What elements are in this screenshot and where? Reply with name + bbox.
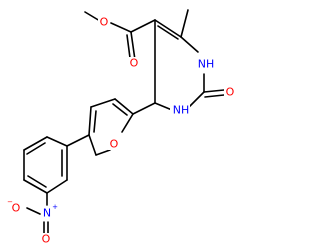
bond-nitro-o-neg: [26, 207, 41, 215]
bond-furan-phenyl: [66, 134, 90, 147]
atom-n3: NH: [173, 104, 190, 117]
bond-methyl-o: [84, 11, 101, 22]
bond-o-ester-c: [110, 22, 132, 33]
atom-ester-o-methyl: O: [100, 16, 109, 29]
atom-labels: O O NH NH O O N + O − O: [7, 16, 236, 246]
bond-ph-1: [46, 136, 68, 147]
bond-c2-n3: [187, 91, 205, 109]
bond-furan-c2-c3-double: [112, 103, 128, 116]
bond-furan-c2-c3: [114, 98, 134, 115]
bond-c4-furan: [132, 102, 156, 115]
label-bg: [196, 56, 216, 70]
bond-ester-c-carbonyl-2: [126, 34, 131, 59]
label-bg: [224, 86, 236, 98]
bond-n3-c4: [154, 102, 173, 111]
label-bg: [41, 206, 53, 220]
structure-drawing: O O NH NH O O N + O − O: [7, 9, 236, 246]
bond-ph-4-double: [27, 175, 47, 188]
bond-ph-5: [46, 179, 68, 194]
atom-nitro-o: O: [42, 233, 51, 246]
bond-c5-c6: [154, 19, 182, 38]
label-bg: [170, 102, 190, 116]
label-bg: [128, 57, 140, 69]
bond-c5-c6-double: [157, 25, 179, 40]
bond-ph-4: [23, 179, 48, 194]
bond-c6-n1: [180, 36, 199, 53]
atom-nitro-n: N: [43, 207, 51, 220]
atom-ester-o-carbonyl: O: [130, 57, 139, 70]
bond-furan-o-c5: [95, 149, 111, 156]
bond-ester-c-ring: [130, 19, 156, 33]
label-bg: [98, 16, 110, 28]
atom-n1: NH: [198, 58, 215, 71]
charge-nitro-o: −: [7, 198, 13, 206]
bond-furan-c5-link: [88, 134, 97, 156]
bond-c6-methyl: [180, 9, 189, 38]
label-bg: [108, 138, 120, 150]
bond-furan-c4-c5-double: [93, 110, 97, 133]
bonds: [23, 9, 225, 234]
label-bg: [10, 202, 24, 214]
atom-nitro-o-neg: O: [12, 202, 21, 215]
atom-urea-o: O: [226, 86, 235, 99]
molecule-diagram: O O NH NH O O N + O − O: [7, 9, 236, 246]
bond-c2-o-double: [204, 94, 225, 98]
bond-ph-2-double: [26, 142, 46, 155]
charge-nitro-n: +: [52, 203, 58, 211]
bond-ph-2: [23, 136, 48, 151]
atom-furan-o: O: [110, 138, 119, 151]
bond-c2-o: [203, 89, 225, 93]
bond-furan-c4-c5: [88, 106, 92, 136]
bond-furan-c2-o: [121, 113, 134, 133]
bond-ester-c-carbonyl: [130, 31, 136, 61]
label-bg: [40, 233, 52, 245]
bond-furan-c3-c4: [90, 98, 116, 108]
